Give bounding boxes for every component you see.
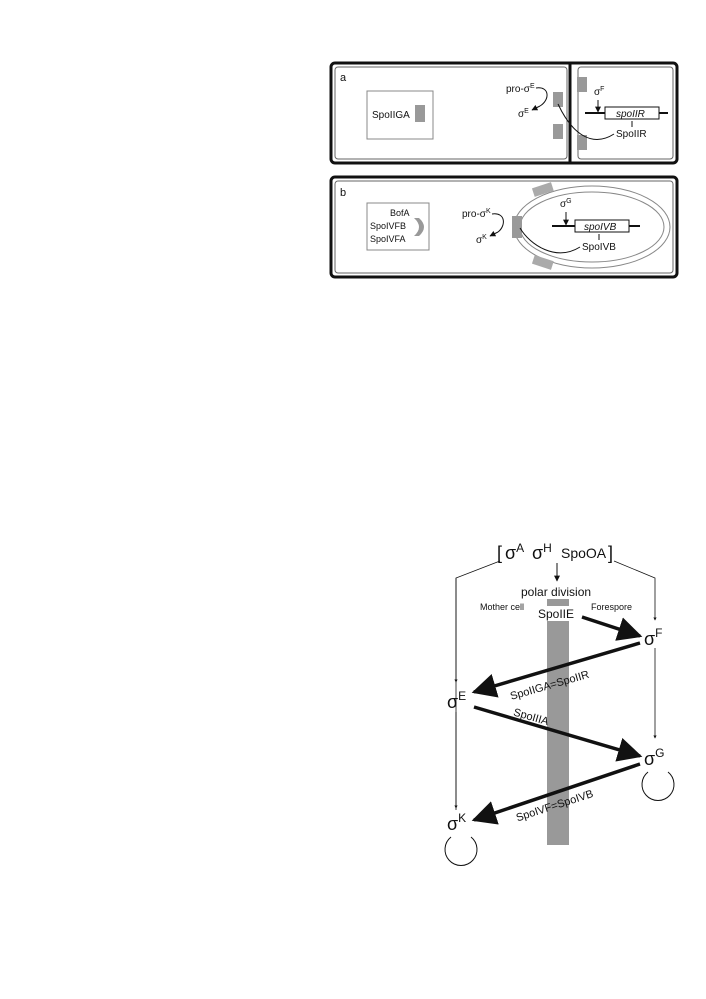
spoivb-gene-box bbox=[574, 219, 630, 233]
sigma-k-label: σK bbox=[476, 234, 487, 246]
sigma-k-autoregulation-loop bbox=[444, 836, 478, 866]
polar-division-label: polar division bbox=[521, 585, 591, 599]
spoivfa-label: SpoIVFA bbox=[370, 234, 406, 244]
bofa-label: BofA bbox=[390, 208, 410, 218]
membrane-protein-bottom bbox=[531, 255, 554, 270]
sigma-h-label: σH bbox=[532, 541, 552, 563]
sigma-a-label: σA bbox=[505, 541, 524, 563]
spoivb-gene-label: spoIVB bbox=[584, 222, 617, 233]
spo0a-label: SpoOA bbox=[561, 545, 607, 561]
spoivfb-complex bbox=[512, 216, 522, 238]
septum-bar-top bbox=[547, 599, 569, 606]
spoivb-protein-label: SpoIVB bbox=[582, 242, 616, 253]
spoiiga-protein bbox=[415, 105, 425, 122]
mother-cell-compartment-b bbox=[334, 180, 674, 274]
panel-b-frame bbox=[329, 175, 679, 279]
pro-sigma-e-label: pro-σE bbox=[506, 83, 535, 95]
spoiiga-label: SpoIIGA bbox=[372, 110, 410, 121]
pro-sigma-k-curve bbox=[491, 213, 504, 233]
spoiir-gene-label: spoIIR bbox=[616, 109, 645, 120]
pro-sigma-e-curve bbox=[535, 87, 548, 107]
sigma-e-to-sigma-g-arrow bbox=[473, 705, 643, 762]
sigma-f-to-sigma-e-arrow bbox=[471, 641, 641, 698]
membrane-protein-lower bbox=[553, 124, 563, 139]
panel-a: a SpoIIGA pro-σE σE σF spoIIR SpoIIR bbox=[329, 61, 679, 165]
forespore-membrane-protein-upper bbox=[577, 77, 587, 92]
spoiiga-box bbox=[366, 90, 434, 140]
spoiir-signal-curve bbox=[557, 103, 615, 140]
spoivfb-label: SpoIVFB bbox=[370, 221, 406, 231]
pro-sigma-k-label: pro-σK bbox=[462, 208, 491, 220]
spoiie-label: SpoIIE bbox=[538, 607, 574, 621]
sigma-g-to-sigma-k-arrow bbox=[471, 762, 641, 825]
sigma-f-node: σF bbox=[644, 626, 662, 649]
bofa-complex-shape bbox=[414, 218, 424, 236]
sigma-k-node: σK bbox=[447, 811, 466, 834]
sigma-f-label: σF bbox=[594, 86, 604, 98]
panel-a-frame bbox=[329, 61, 679, 165]
panel-b-letter: b bbox=[340, 187, 346, 199]
sigma-g-autoregulation-loop bbox=[641, 771, 675, 801]
regulators-bracket-open: [ bbox=[497, 543, 502, 563]
bofa-complex-box bbox=[366, 202, 430, 251]
membrane-protein-top bbox=[531, 182, 554, 197]
forespore-membrane-protein-lower bbox=[577, 135, 587, 150]
sigma-g-node: σG bbox=[644, 746, 664, 769]
forespore-upper-path bbox=[613, 560, 657, 621]
sigma-k-release-arrow bbox=[489, 230, 499, 237]
spoiie-to-sigma-f-arrow bbox=[581, 615, 643, 641]
mother-cell-compartment bbox=[334, 66, 568, 160]
sigma-e-release-arrow bbox=[531, 104, 541, 111]
spoivb-signal-curve bbox=[519, 227, 581, 254]
spoiir-protein-label: SpoIIR bbox=[616, 129, 647, 140]
forespore-label: Forespore bbox=[591, 602, 632, 612]
sigma-e-node: σE bbox=[447, 689, 466, 712]
spoiir-gene-box bbox=[604, 106, 660, 120]
regulators-bracket-close: ] bbox=[608, 543, 613, 563]
mother-cell-label: Mother cell bbox=[480, 602, 524, 612]
membrane-protein-upper bbox=[553, 92, 563, 107]
sigma-e-label: σE bbox=[518, 108, 529, 120]
forespore-compartment bbox=[577, 66, 674, 160]
panel-b: b BofA SpoIVFB SpoIVFA pro-σK σK σG spoI… bbox=[329, 175, 679, 279]
sigma-g-label: σG bbox=[560, 198, 572, 210]
sigma-cascade: [ σA σH SpoOA ] polar division Mother ce… bbox=[444, 541, 675, 866]
panel-a-letter: a bbox=[340, 72, 347, 84]
